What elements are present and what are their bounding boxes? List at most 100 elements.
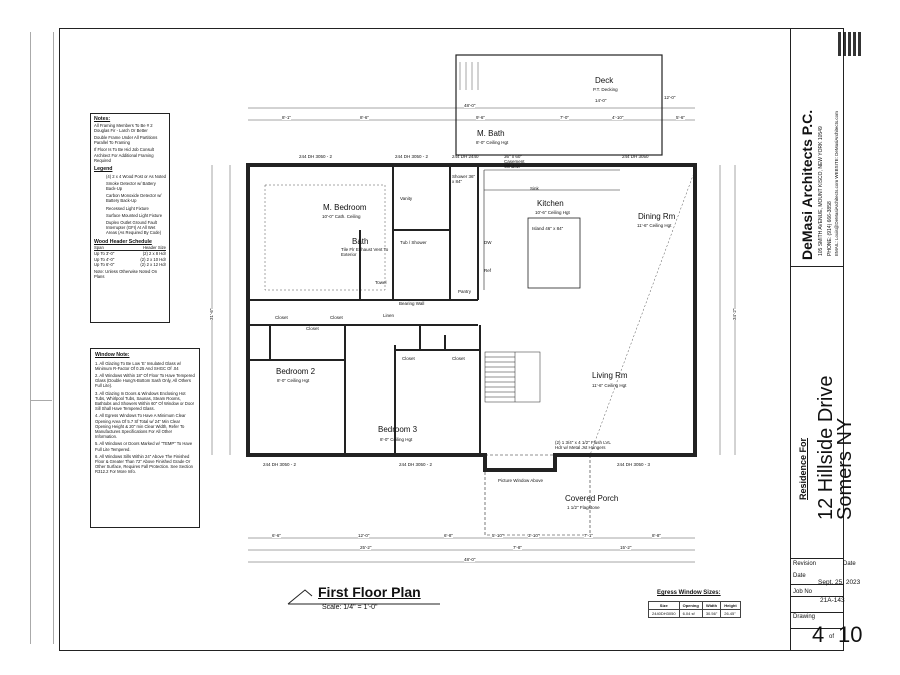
dim-top-overall: 48'-0" (464, 103, 476, 108)
dim-bottom-seg: 3'-10" (528, 533, 540, 538)
room-ceiling: 10'-0" Cath. Ceiling (322, 214, 361, 219)
dim-bottom-seg: 6'-8" (444, 533, 453, 538)
deck-outline (455, 54, 663, 156)
closet-label: Closet (452, 356, 465, 361)
closet-label: Closet (402, 356, 415, 361)
residence-for-label: Residence For (798, 437, 808, 500)
kitchen-counter (483, 169, 620, 290)
room-sub: 1 1/2" Flagstone (567, 505, 600, 510)
window-label-bottom: 244 DH 3050 - 2 (399, 462, 433, 467)
sheet-number: 4 (812, 622, 825, 647)
header-row: Up To 6'-0"(2) 2 x 12 Hdr (94, 262, 166, 267)
notes-title: Notes: (94, 116, 111, 122)
dim-top-seg: 4'-10" (612, 115, 624, 120)
dim-left-overall: 31'-6" (209, 308, 214, 320)
date-value: Sept. 25, 2023 (818, 579, 861, 586)
window-note-item: 3. All Glazing In Doors & Windows Enclos… (95, 390, 195, 412)
header-span: Up To 3'-0" (94, 251, 115, 257)
title-block (790, 28, 843, 651)
room-label-bath: Bath (352, 237, 369, 246)
room-label-porch: Covered Porch (565, 494, 619, 503)
dim-bottom-mid: 25'-2" (360, 545, 372, 550)
plan-title: First Floor Plan (318, 584, 421, 600)
room-label-dining: Dining Rm (638, 212, 676, 221)
closet-label: Closet (306, 326, 319, 331)
fixture-label: Linen (383, 313, 395, 318)
legend-item: Duplex Outlet Ground Fault Interrupter (… (106, 220, 162, 236)
note-item: All Framing Members To Be # 2 Douglas Fi… (94, 122, 153, 133)
egress-title: Egress Window Sizes: (657, 590, 721, 596)
plan-title-graphic (287, 589, 440, 605)
job-value: 21A-143 (820, 597, 845, 604)
room-ceiling: 11'-6" Ceiling Hgt (637, 223, 672, 228)
legend-title: Legend (94, 166, 113, 173)
sheet-border (59, 28, 844, 651)
room-fan: Tile Flr Exhaust Vent To Exterior (341, 247, 389, 257)
window-note-item: 5. All Windows or Doors Marked w/ "TEMP"… (95, 441, 193, 452)
header-row: Up To 4'-0"(2) 2 x 10 Hdr (94, 257, 166, 262)
sheet-of: of (829, 634, 835, 640)
revision-date-label: Date (843, 561, 856, 567)
header-schedule-title: Wood Header Schedule (94, 238, 152, 245)
egress-cell: 6.04 sf (678, 609, 703, 618)
window-label-bottom: 244 DH 3050 - 2 (263, 462, 297, 467)
dim-bottom-mid: 7'-8" (513, 545, 522, 550)
closet-label: Closet (330, 315, 343, 320)
fixture-label: Island 46" x 84" (532, 226, 564, 231)
fixture-label: Bearing Wall (399, 301, 425, 306)
fixture-label: DW (484, 240, 492, 245)
room-label-living: Living Rm (592, 371, 628, 380)
plan-scale: Scale: 1/4" = 1'-0" (322, 604, 378, 611)
left-stamp-divider (30, 400, 52, 401)
room-sub: P.T. Decking (593, 87, 618, 92)
egress-cell: 30.56" (701, 609, 722, 618)
dim-top-seg: 8'-1" (282, 115, 291, 120)
header-span: Up To 4'-0" (94, 256, 115, 262)
note-item: If Floor Is To Be Hid Job Consult Archit… (94, 147, 154, 163)
window-label-top: 36" x 60" Casement Window (504, 154, 525, 169)
dim-top-seg: 9'-6" (476, 115, 485, 120)
header-note: Note: Unless Otherwise Noted On Plans (94, 269, 158, 280)
legend-item: Recessed Light Fixture (106, 205, 149, 211)
revision-label: Revision (793, 561, 817, 567)
closet-label: Closet (275, 315, 288, 320)
cathedral-ceiling-outline (264, 184, 386, 291)
dim-deck-width: 14'-0" (595, 98, 607, 103)
stair (484, 351, 541, 403)
egress-col: Height (720, 601, 741, 610)
dim-bottom-mid: 15'-2" (620, 545, 632, 550)
legend-item: Smoke Detector w/ Battery Back-Up (106, 180, 156, 192)
egress-table: Size Opening Width Height 2440DH3050 6.0… (648, 601, 741, 618)
note-item: Double Frame Under All Partitions Parall… (94, 135, 158, 146)
project-town: Somers NY (834, 417, 856, 520)
header-size: (2) 2 x 8 Hdr (142, 251, 166, 257)
window-note-item: 1. All Glazing To Be Low 'E' Insulated G… (95, 360, 182, 371)
picture-window-label: Picture Window Above (498, 478, 544, 483)
room-label-bedroom3: Bedroom 3 (378, 425, 418, 434)
dim-right-overall: 34'-2" (732, 308, 737, 320)
room-ceiling: 11'-6" Ceiling Hgt (592, 383, 627, 388)
room-ceiling: 8'-0" Ceiling Hgt (476, 140, 509, 145)
fixture-label: Shower 36" x 84" (452, 174, 476, 184)
date-label: Date (793, 573, 806, 579)
fixture-label: Tub / Shower (400, 240, 427, 245)
firm-email: EMAIL: Louis@DeMasiArchitects.com WEBSIT… (834, 111, 839, 256)
dim-bottom-seg: 12'-0" (358, 533, 370, 538)
job-label: Job No (793, 589, 813, 595)
exterior-wall (246, 163, 697, 472)
header-col-span: Span (94, 245, 104, 251)
room-label-bedroom2: Bedroom 2 (276, 367, 316, 376)
legend-item: Surface Mounted Light Fixture (106, 212, 163, 218)
room-label-kitchen: Kitchen (537, 199, 564, 208)
header-col-size: Header Size (142, 245, 166, 251)
room-ceiling: 10'-6" Ceiling Hgt (535, 210, 570, 215)
window-note-box: Window Note: 1. All Glazing To Be Low 'E… (90, 348, 200, 528)
dim-deck-depth: 12'-0" (664, 95, 676, 100)
window-label-top: 244 DH 3050 (622, 154, 649, 159)
header-span: Up To 6'-0" (94, 261, 115, 267)
window-note-title: Window Note: (95, 352, 130, 358)
qr-code (838, 32, 862, 56)
room-ceiling: 8'-0" Ceiling Hgt (380, 437, 413, 442)
